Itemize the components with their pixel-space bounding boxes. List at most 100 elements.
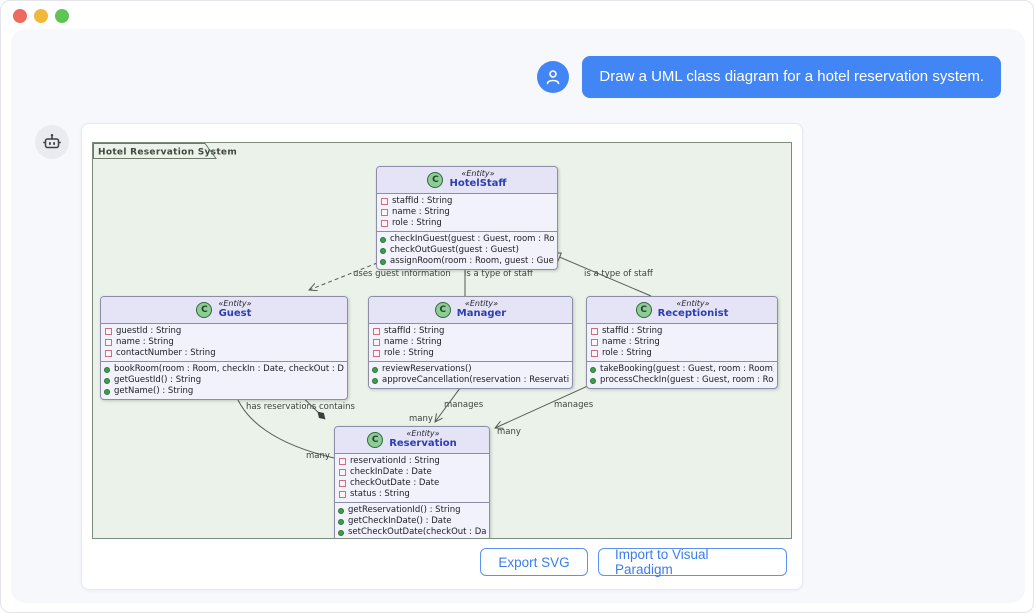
edge-label: manages [444,400,484,410]
class-box-receptionist: C «Entity» Receptionist staffId : String… [586,296,778,389]
close-button[interactable] [13,9,27,23]
attribute-icon [591,328,598,335]
operation: checkOutGuest(guest : Guest) [390,245,519,255]
class-stereotype: «Entity» [461,169,495,178]
operation: checkInGuest(guest : Guest, room : Room) [390,234,554,244]
class-icon: C [196,301,213,318]
class-box-hotelstaff: C «Entity» HotelStaff staffId : String n… [376,166,558,270]
frame-tab [93,143,217,159]
class-icon: C [635,301,652,318]
operation-icon [380,247,386,254]
user-message-row: Draw a UML class diagram for a hotel res… [537,56,1001,98]
person-icon [547,70,560,85]
class-name: Receptionist [657,308,729,319]
class-name: Reservation [389,438,457,449]
attribute-icon [373,350,380,357]
attribute: checkInDate : Date [350,467,432,477]
operation: getGuestId() : String [114,375,202,385]
operation-icon [380,258,386,265]
operation-icon [338,529,344,536]
attribute-icon [339,480,346,487]
attribute: reservationId : String [350,456,440,466]
class-stereotype: «Entity» [218,299,252,308]
operation-icon [104,366,110,373]
edge-label: has reservations [246,402,317,412]
operation-icon [372,377,378,384]
edge-label: many [306,451,330,461]
operation: processCheckIn(guest : Guest, room : Roo… [600,375,774,385]
attribute: staffId : String [602,326,663,336]
operation: setCheckOutDate(checkOut : Date) [348,527,486,537]
class-stereotype: «Entity» [676,299,710,308]
window-titlebar [1,1,1033,29]
operation-icon [590,377,596,384]
attribute-icon [381,198,388,205]
operation: reviewReservations() [382,364,472,374]
attribute: name : String [602,337,660,347]
operation: assignRoom(room : Room, guest : Guest) [390,256,554,266]
operation-icon [338,518,344,525]
operation: getCheckInDate() : Date [348,516,452,526]
edge-manages-receptionist [495,379,602,428]
user-message-bubble: Draw a UML class diagram for a hotel res… [582,56,1001,98]
attribute-icon [373,328,380,335]
attribute: staffId : String [392,196,453,206]
operation-icon [380,236,386,243]
class-icon: C [367,431,384,448]
class-box-guest: C «Entity» Guest guestId : String name :… [100,296,348,400]
edge-label: is a type of staff [584,269,654,279]
minimize-button[interactable] [34,9,48,23]
attribute-icon [105,328,112,335]
zoom-button[interactable] [55,9,69,23]
attribute-icon [339,469,346,476]
chat-content-area: Draw a UML class diagram for a hotel res… [11,29,1025,603]
operation-icon [104,377,110,384]
edge-label: many [497,427,521,437]
class-name: HotelStaff [449,178,507,189]
class-box-manager: C «Entity» Manager staffId : String name… [368,296,573,389]
attribute-icon [339,458,346,465]
operation-icon [590,366,596,373]
class-icon: C [427,171,444,188]
export-svg-button[interactable]: Export SVG [480,548,588,576]
attribute: name : String [384,337,442,347]
class-name: Manager [456,308,507,319]
import-visual-paradigm-button[interactable]: Import to Visual Paradigm [598,547,787,577]
attribute-icon [381,209,388,216]
attribute-icon [381,220,388,227]
edge-label: is a type of staff [464,269,534,279]
edge-label: manages [554,400,594,410]
attribute: contactNumber : String [116,348,216,358]
robot-icon [43,134,61,149]
edge-label: many [409,414,433,424]
attribute: role : String [392,218,442,228]
frame-title: Hotel Reservation System [98,148,237,158]
attribute-icon [591,350,598,357]
class-stereotype: «Entity» [464,299,499,308]
operation: approveCancellation(reservation : Reserv… [382,375,569,385]
attribute: guestId : String [116,326,182,336]
operation-icon [338,507,344,514]
attribute-icon [591,339,598,346]
operation: takeBooking(guest : Guest, room : Room) [600,364,774,374]
class-icon: C [434,301,451,318]
attribute: name : String [392,207,450,217]
user-avatar [537,61,570,93]
operation: getName() : String [114,386,194,396]
attribute-icon [105,350,112,357]
operation: getReservationId() : String [348,505,461,515]
attribute: role : String [602,348,652,358]
operation-icon [372,366,378,373]
attribute: status : String [350,489,410,499]
attribute-icon [339,491,346,498]
attribute: role : String [384,348,434,358]
operation-icon [104,388,110,395]
attribute-icon [105,339,112,346]
assistant-avatar [35,125,69,159]
diagram-panel: Hotel Reservation System [81,123,803,590]
uml-diagram-canvas: Hotel Reservation System [92,142,792,539]
edge-label: contains [319,402,356,412]
class-name: Guest [218,308,252,319]
attribute: staffId : String [384,326,445,336]
